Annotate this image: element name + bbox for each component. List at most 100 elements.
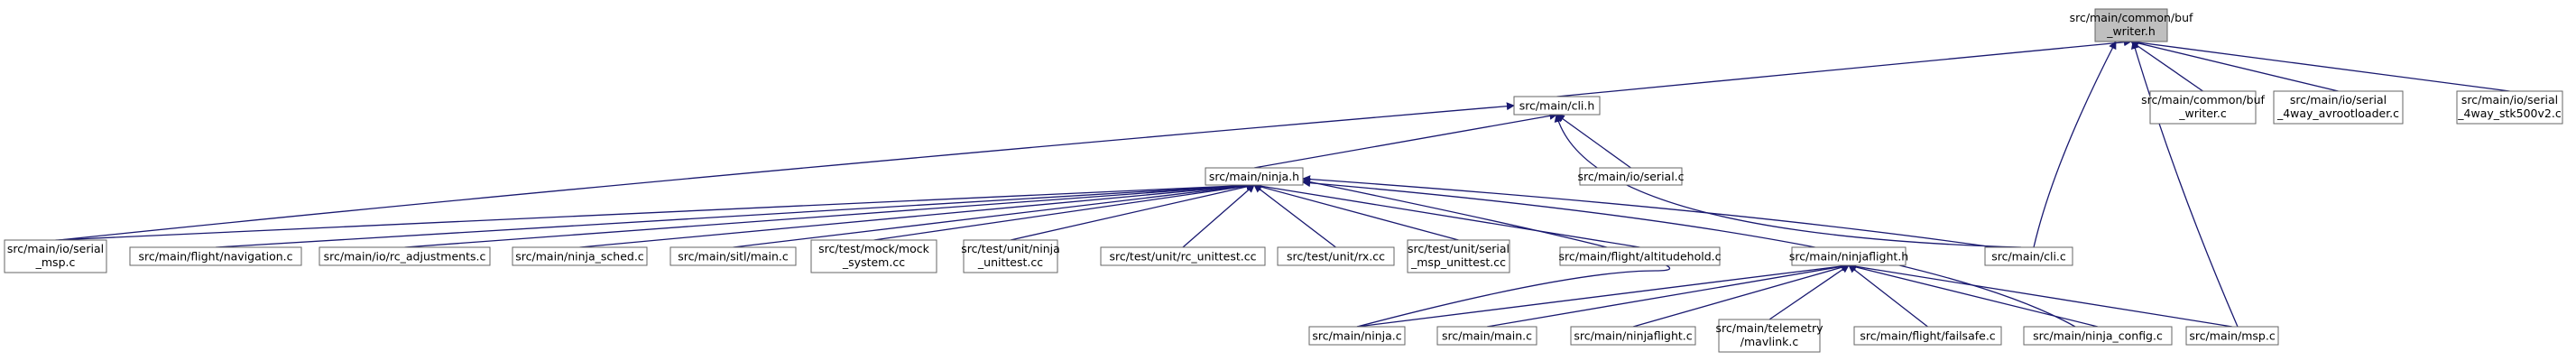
node-box bbox=[963, 239, 1058, 273]
node-label: _unittest.cc bbox=[977, 255, 1043, 269]
node-serial_msp[interactable]: src/main/io/serial_msp.c bbox=[4, 239, 107, 273]
node-label: src/main/io/serial bbox=[2461, 93, 2558, 106]
node-ninjaflight_h[interactable]: src/main/ninjaflight.h bbox=[1789, 246, 1908, 266]
edge-cli_h-to-root bbox=[1556, 38, 2132, 97]
edge-cli_c-to-root bbox=[2033, 41, 2117, 248]
node-serial_msp_unittest[interactable]: src/test/unit/serial_msp_unittest.cc bbox=[1407, 239, 1510, 273]
node-ninjaflight_c[interactable]: src/main/ninjaflight.c bbox=[1570, 326, 1696, 346]
node-label: src/main/ninjaflight.c bbox=[1574, 329, 1692, 343]
node-buf_writer_c[interactable]: src/main/common/buf_writer.c bbox=[2141, 90, 2266, 125]
node-label: src/main/sitl/main.c bbox=[678, 250, 789, 264]
node-avrootloader[interactable]: src/main/io/serial_4way_avrootloader.c bbox=[2273, 90, 2404, 125]
node-ninja_c[interactable]: src/main/ninja.c bbox=[1308, 326, 1406, 346]
edge-msp_c-to-root bbox=[2131, 41, 2239, 328]
edge-serial_msp_unittest-to-ninja_h bbox=[1253, 182, 1459, 241]
node-box bbox=[2094, 8, 2168, 42]
node-box bbox=[1579, 167, 1683, 186]
node-box bbox=[4, 239, 107, 273]
node-box bbox=[1308, 326, 1406, 346]
node-box bbox=[1984, 246, 2073, 266]
node-label: src/main/io/serial bbox=[7, 242, 104, 255]
node-sitl_main[interactable]: src/main/sitl/main.c bbox=[669, 246, 797, 266]
node-box bbox=[2456, 90, 2563, 125]
node-label: src/main/ninjaflight.h bbox=[1789, 250, 1908, 264]
node-navigation[interactable]: src/main/flight/navigation.c bbox=[129, 246, 302, 266]
node-ninja_unittest[interactable]: src/test/unit/ninja_unittest.cc bbox=[961, 239, 1060, 273]
node-box bbox=[2023, 326, 2173, 346]
edge-mavlink-to-ninjaflight_h bbox=[1768, 264, 1850, 320]
node-label: src/main/flight/altitudehold.c bbox=[1559, 250, 1722, 264]
node-label: src/main/cli.h bbox=[1519, 99, 1595, 113]
node-box bbox=[1407, 239, 1510, 273]
edges-layer bbox=[55, 38, 2510, 328]
nodes-layer: src/main/common/buf_writer.h src/main/cli… bbox=[4, 8, 2563, 353]
node-label: src/main/flight/navigation.c bbox=[138, 250, 292, 264]
node-label: src/main/ninja.h bbox=[1209, 170, 1299, 183]
node-label: src/main/flight/failsafe.c bbox=[1860, 329, 1995, 343]
edge-ninja_c-to-ninja_h bbox=[1302, 178, 1671, 328]
edge-ninja_unittest-to-ninja_h bbox=[1010, 182, 1255, 241]
node-msp_c[interactable]: src/main/msp.c bbox=[2185, 326, 2279, 346]
node-label: src/main/common/buf bbox=[2141, 93, 2265, 106]
edge-cli_c-to-ninja_h bbox=[1302, 175, 1995, 248]
node-box bbox=[1791, 246, 1907, 266]
node-box bbox=[1100, 246, 1266, 266]
node-label: src/main/telemetry bbox=[1716, 321, 1824, 335]
edge-altitudehold-to-ninja_h bbox=[1253, 181, 1640, 248]
node-label: src/main/io/rc_adjustments.c bbox=[324, 250, 486, 264]
edge-rx_cc-to-ninja_h bbox=[1253, 184, 1336, 248]
node-label: src/test/unit/ninja bbox=[961, 242, 1060, 255]
node-box bbox=[1205, 167, 1304, 186]
node-ninja_sched[interactable]: src/main/ninja_sched.c bbox=[512, 246, 648, 266]
edge-mock_system-to-ninja_h bbox=[873, 181, 1255, 241]
node-label: _msp.c bbox=[35, 255, 76, 269]
edge-serial_msp-to-ninja_h bbox=[55, 180, 1255, 241]
node-io_serial_c[interactable]: src/main/io/serial.c bbox=[1577, 167, 1685, 186]
node-box bbox=[669, 246, 797, 266]
node-box bbox=[1853, 326, 2002, 346]
edge-buf_writer_c-to-root bbox=[2130, 41, 2203, 92]
node-box bbox=[810, 239, 937, 273]
edge-rc_adjustments-to-ninja_h bbox=[404, 181, 1255, 248]
node-rc_unittest[interactable]: src/test/unit/rc_unittest.cc bbox=[1100, 246, 1266, 266]
node-box bbox=[1513, 96, 1601, 116]
node-label: src/main/io/serial.c bbox=[1577, 170, 1684, 183]
node-box bbox=[129, 246, 302, 266]
edge-io_serial_c-to-cli_h bbox=[1556, 114, 1631, 169]
edge-ninja_sched-to-ninja_h bbox=[579, 181, 1255, 248]
edge-stk500-to-root bbox=[2130, 38, 2510, 92]
node-label: src/main/msp.c bbox=[2189, 329, 2276, 343]
node-box bbox=[319, 246, 491, 266]
node-mock_system[interactable]: src/test/mock/mock_system.cc bbox=[810, 239, 937, 273]
node-altitudehold[interactable]: src/main/flight/altitudehold.c bbox=[1559, 246, 1722, 266]
edge-cli_c-to-cli_h bbox=[1554, 114, 2022, 248]
edge-main_c-to-ninjaflight_h bbox=[1486, 262, 1850, 328]
node-main_c[interactable]: src/main/main.c bbox=[1436, 326, 1537, 346]
node-label: _4way_stk500v2.c bbox=[2457, 106, 2562, 120]
node-mavlink[interactable]: src/main/telemetry/mavlink.c bbox=[1716, 319, 1824, 353]
edge-failsafe-to-ninjaflight_h bbox=[1848, 264, 1928, 328]
edge-ninja_config-to-ninjaflight_h bbox=[1848, 263, 2099, 328]
node-box bbox=[2185, 326, 2279, 346]
node-label: src/test/unit/rx.cc bbox=[1287, 250, 1385, 264]
node-failsafe[interactable]: src/main/flight/failsafe.c bbox=[1853, 326, 2002, 346]
node-ninja_h[interactable]: src/main/ninja.h bbox=[1205, 167, 1304, 186]
node-label: src/main/common/buf bbox=[2070, 11, 2193, 24]
node-box bbox=[2273, 90, 2404, 125]
node-label: _writer.c bbox=[2178, 106, 2227, 120]
node-label: /mavlink.c bbox=[1740, 335, 1799, 348]
node-label: src/test/unit/rc_unittest.cc bbox=[1109, 250, 1256, 264]
node-label: src/main/cli.c bbox=[1991, 250, 2066, 264]
node-cli_c[interactable]: src/main/cli.c bbox=[1984, 246, 2073, 266]
node-box bbox=[512, 246, 648, 266]
node-root: src/main/common/buf_writer.h bbox=[2070, 8, 2193, 42]
node-box bbox=[1718, 319, 1821, 353]
node-label: _system.cc bbox=[842, 255, 905, 269]
edge-sitl_main-to-ninja_h bbox=[733, 181, 1255, 248]
node-ninja_config[interactable]: src/main/ninja_config.c bbox=[2023, 326, 2173, 346]
node-cli_h[interactable]: src/main/cli.h bbox=[1513, 96, 1601, 116]
edge-ninja_h-to-cli_h bbox=[1253, 111, 1558, 169]
node-rx_cc[interactable]: src/test/unit/rx.cc bbox=[1277, 246, 1395, 266]
node-stk500[interactable]: src/main/io/serial_4way_stk500v2.c bbox=[2456, 90, 2563, 125]
node-rc_adjustments[interactable]: src/main/io/rc_adjustments.c bbox=[319, 246, 491, 266]
